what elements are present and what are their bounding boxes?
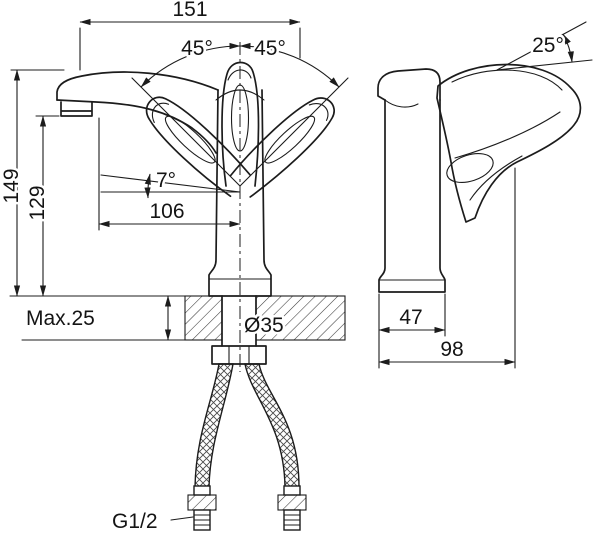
dim-spout-tilt: 7°: [100, 167, 241, 199]
swing-right-label: 45°: [254, 37, 286, 60]
side-handle-shading: [451, 69, 563, 201]
fitting-right: [277, 485, 307, 531]
spout-bottom-edge: [56, 99, 217, 154]
fitting-left: [187, 485, 217, 531]
body-dome: [215, 89, 265, 101]
handle-tilt-label: 25°: [532, 34, 564, 57]
overall-depth-label: 98: [440, 338, 463, 361]
hose-right: [244, 363, 300, 488]
side-spout-head: [377, 68, 441, 101]
side-body-outline: [378, 99, 446, 293]
outlet-height-label: 129: [26, 185, 49, 220]
dim-deck-thickness: Max.25: [24, 295, 172, 341]
handle-mount-collar: [446, 153, 494, 183]
shank: [221, 295, 257, 347]
dim-spout-reach: 106: [98, 117, 241, 231]
spout-tilt-label: 7°: [156, 169, 176, 192]
side-view: 25° 47 98: [377, 21, 593, 369]
deck-hatch-left: [184, 295, 223, 341]
dim-overall-depth: 98: [378, 167, 516, 369]
base-depth-label: 47: [399, 306, 422, 329]
swing-left-label: 45°: [181, 37, 213, 60]
overall-height-label: 149: [0, 168, 23, 203]
side-aerator-hint: [384, 99, 419, 108]
dim-base-depth: 47: [378, 293, 446, 369]
spout-top-edge: [56, 71, 219, 101]
callout-supply-thread: G1/2: [110, 508, 194, 536]
hose-left: [194, 363, 234, 488]
dim-overall-height: 149: [0, 69, 346, 297]
aerator: [60, 101, 93, 117]
hole-diameter-label: Ø35: [244, 314, 284, 337]
mounting-deck: [21, 295, 346, 347]
dim-outlet-height: 129: [24, 115, 60, 297]
handle-lever-left-45: [136, 87, 254, 201]
deck-thickness-label: Max.25: [26, 307, 95, 330]
locknut: [211, 345, 267, 365]
side-handle-outline: [436, 63, 582, 223]
dim-overall-width: 151: [79, 0, 301, 71]
dim-handle-tilt: 25°: [496, 21, 593, 71]
spout-reach-label: 106: [149, 200, 184, 223]
front-view: 45° 45° 151 149 129 7°: [0, 0, 349, 536]
supply-thread-label: G1/2: [112, 510, 158, 533]
overall-width-label: 151: [172, 0, 207, 21]
dim-handle-swing: 45° 45°: [131, 35, 349, 187]
